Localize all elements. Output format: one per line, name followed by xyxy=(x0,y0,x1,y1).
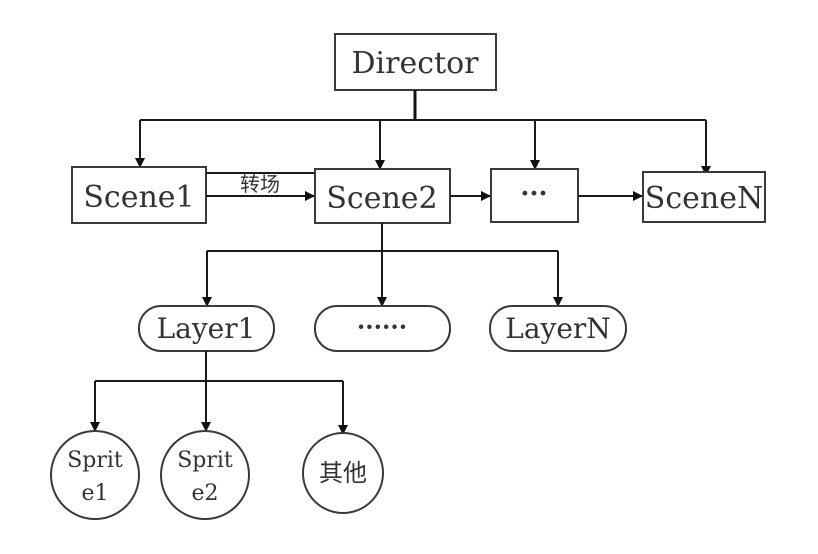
transition-label: 转场 xyxy=(240,172,280,196)
scene1-node: Scene1 xyxy=(71,166,207,224)
transition-connector: 转场 xyxy=(206,172,315,201)
scene2-connectors xyxy=(202,223,563,307)
other-node: 其他 xyxy=(302,432,384,514)
scene1-label: Scene1 xyxy=(83,180,194,215)
sprite1-label-line2: e1 xyxy=(81,481,108,506)
sprite2-label-line1: Sprit xyxy=(177,448,233,473)
layer-ellipsis-label: ······ xyxy=(357,312,407,341)
sceneN-node: SceneN xyxy=(642,171,766,223)
layer1-connectors xyxy=(90,351,348,435)
sprite2-node: Sprit e2 xyxy=(160,430,250,520)
layer1-node: Layer1 xyxy=(138,305,275,352)
director-node: Director xyxy=(334,33,497,91)
layer1-label: Layer1 xyxy=(157,312,256,345)
layer-ellipsis-node: ······ xyxy=(314,305,451,352)
scene2-label: Scene2 xyxy=(326,181,437,216)
sprite2-label-line2: e2 xyxy=(191,481,218,506)
scene-ellipsis-label: ··· xyxy=(520,179,547,209)
director-connectors xyxy=(135,90,711,176)
scene-ellipsis-node: ··· xyxy=(490,168,579,223)
layerN-node: LayerN xyxy=(489,305,627,352)
sceneN-label: SceneN xyxy=(645,181,763,216)
scene2-node: Scene2 xyxy=(314,168,451,224)
other-label: 其他 xyxy=(319,459,367,487)
director-label: Director xyxy=(351,46,479,81)
layerN-label: LayerN xyxy=(505,312,611,345)
sprite1-label-line1: Sprit xyxy=(67,448,123,473)
sprite1-node: Sprit e1 xyxy=(50,430,140,520)
